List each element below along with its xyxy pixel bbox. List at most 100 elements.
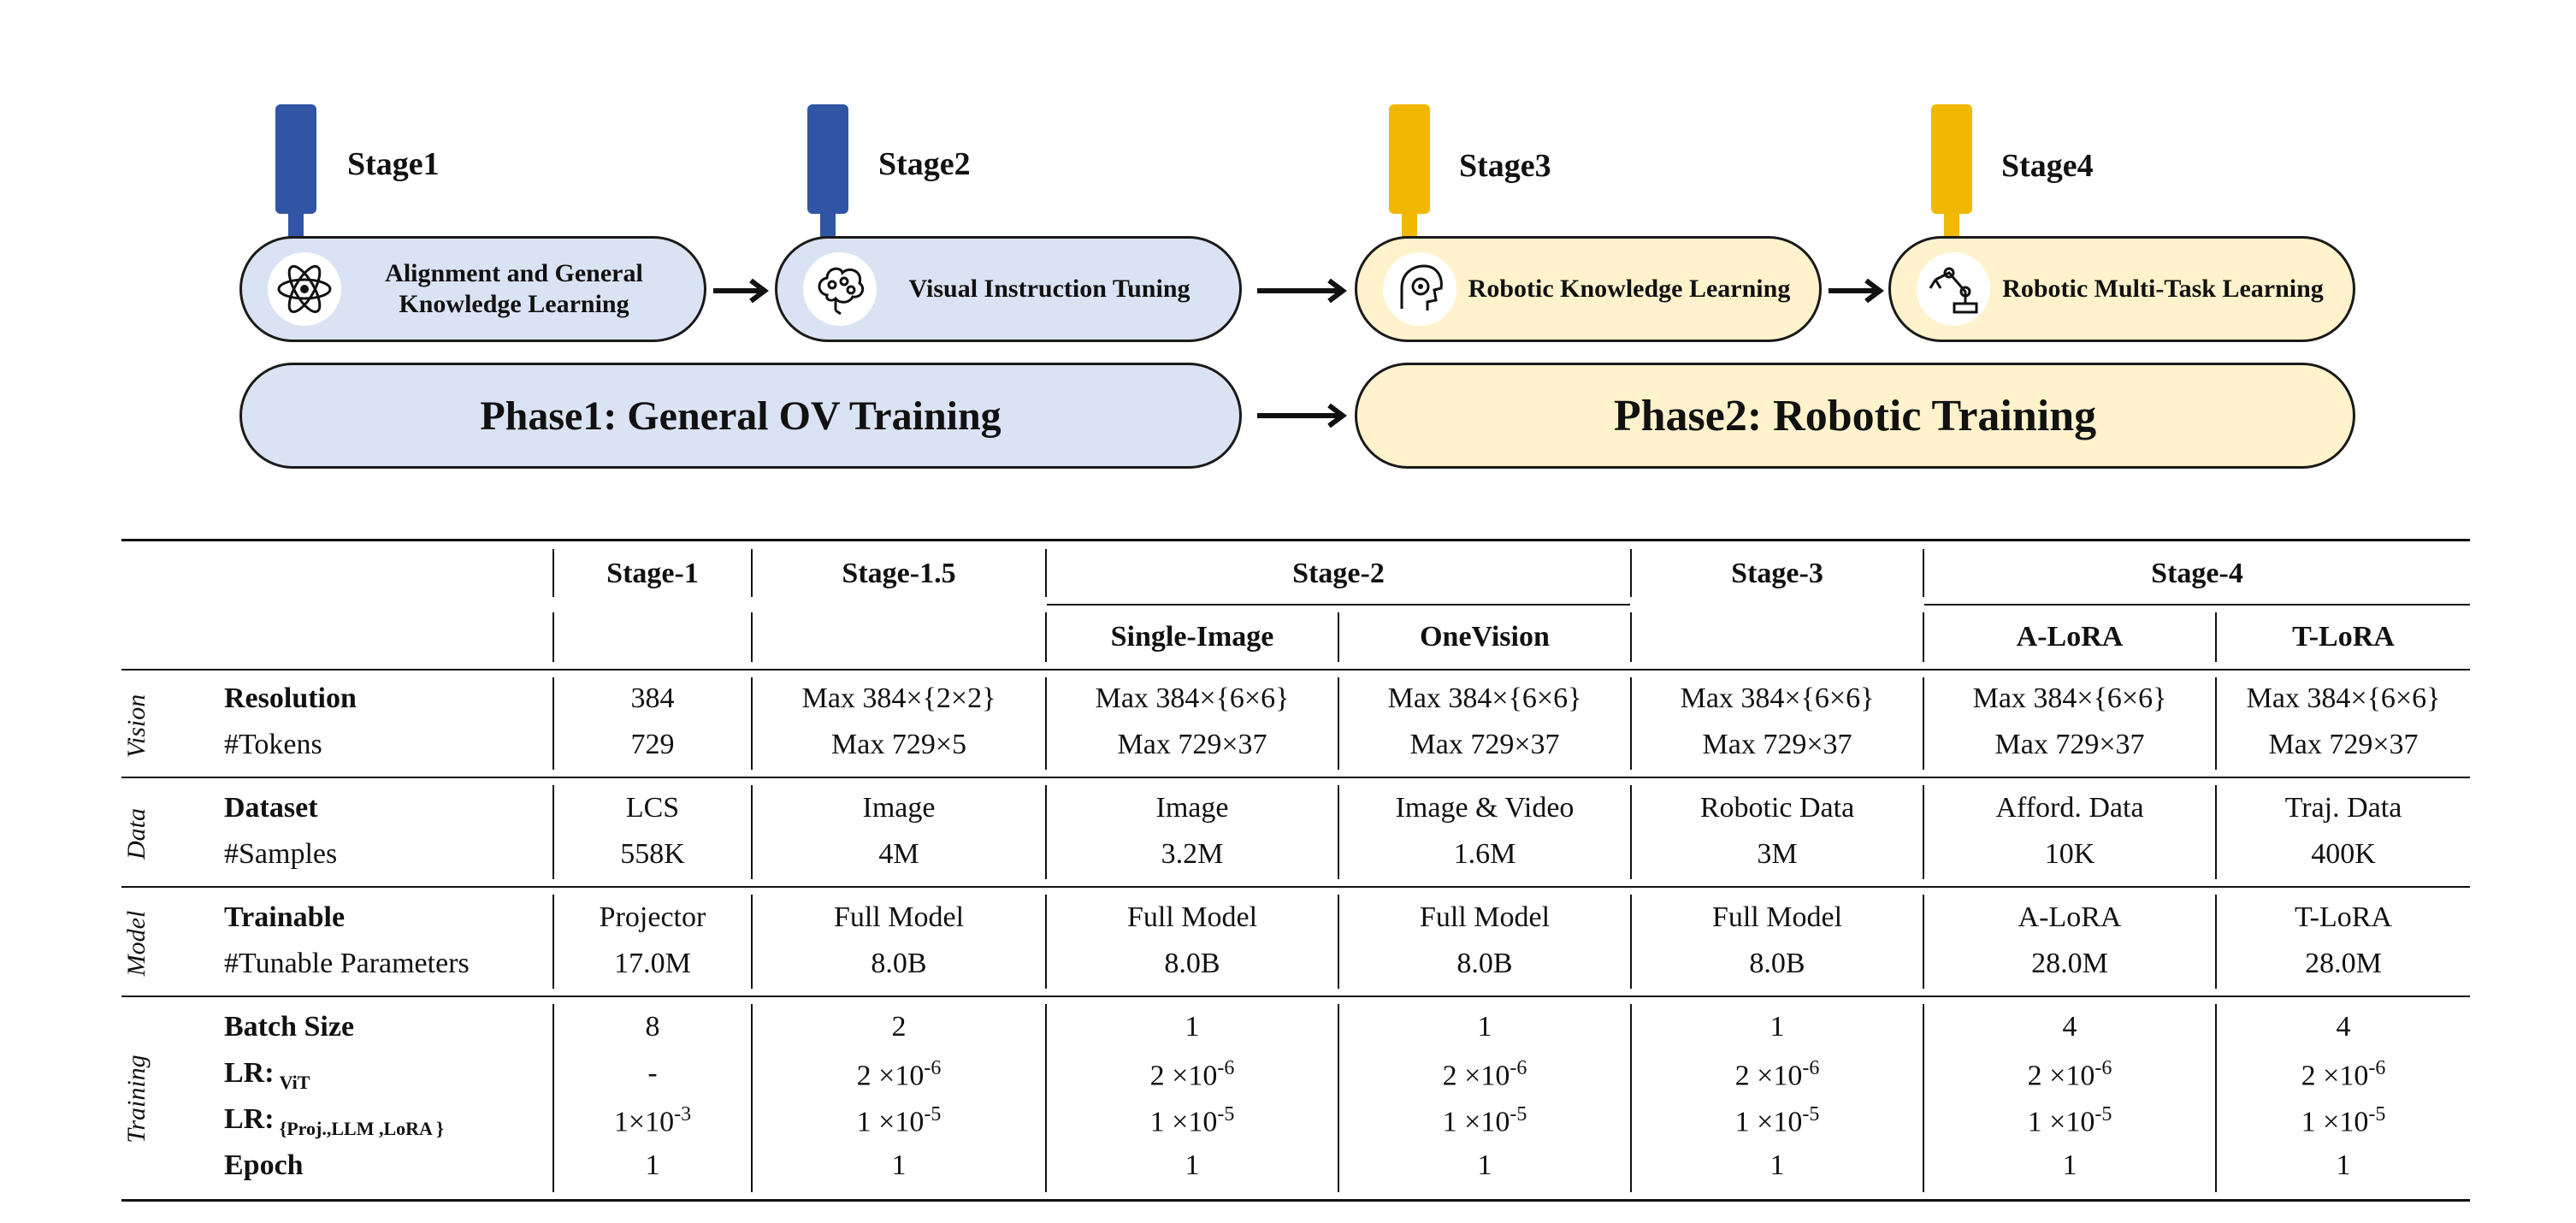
cell-samples-4: 3M bbox=[1757, 838, 1798, 870]
lr-proj-sub: {Proj.,LLM ,LoRA } bbox=[279, 1118, 444, 1139]
cell-resolution-2: Max 384×{6×6} bbox=[1095, 682, 1290, 714]
stage4-pill: Robotic Multi-Task Learning bbox=[1888, 236, 2355, 342]
cell-params-0: 17.0M bbox=[614, 948, 691, 979]
cell-params-1: 8.0B bbox=[871, 948, 927, 979]
cell-samples-2: 3.2M bbox=[1161, 838, 1224, 870]
table-top-rule bbox=[121, 539, 2470, 541]
header-alora: A-LoRA bbox=[2016, 621, 2124, 653]
cell-epoch-4: 1 bbox=[1770, 1149, 1785, 1181]
stage2-pill: Visual Instruction Tuning bbox=[775, 236, 1242, 342]
cell-lr-vit-2: 2 ×10-6 bbox=[1149, 1057, 1235, 1092]
cell-dataset-3: Image & Video bbox=[1395, 792, 1575, 824]
cell-tokens-5: Max 729×37 bbox=[1994, 729, 2145, 760]
atom-icon bbox=[268, 252, 341, 326]
cell-trainable-3: Full Model bbox=[1419, 901, 1551, 933]
stage2-marker bbox=[807, 104, 848, 214]
cell-params-2: 8.0B bbox=[1164, 948, 1220, 979]
cell-trainable-0: Projector bbox=[599, 901, 706, 933]
cell-trainable-1: Full Model bbox=[833, 901, 965, 933]
header-stage15: Stage-1.5 bbox=[842, 558, 956, 589]
cell-lr-vit-1: 2 ×10-6 bbox=[856, 1057, 942, 1092]
cell-params-3: 8.0B bbox=[1456, 948, 1513, 979]
vision-bottom-rule bbox=[121, 777, 2470, 778]
stage3-pill: Robotic Knowledge Learning bbox=[1355, 236, 1822, 342]
cell-tokens-0: 729 bbox=[630, 729, 675, 760]
robot-head-icon bbox=[1383, 252, 1456, 326]
cell-tokens-4: Max 729×37 bbox=[1702, 729, 1852, 760]
cell-batch-0: 8 bbox=[645, 1011, 660, 1043]
robot-arm-icon bbox=[1917, 252, 1990, 326]
stage3-marker bbox=[1389, 104, 1430, 214]
cell-samples-1: 4M bbox=[878, 838, 919, 870]
phase1-box: Phase1: General OV Training bbox=[239, 363, 1242, 469]
row-label-samples: #Samples bbox=[224, 838, 338, 870]
brain-icon bbox=[803, 252, 877, 326]
row-label-lr-proj: LR:{Proj.,LLM ,LoRA } bbox=[224, 1103, 444, 1140]
header-bottom-rule bbox=[121, 669, 2470, 671]
cell-resolution-0: 384 bbox=[630, 682, 675, 714]
lr-vit-prefix: LR: bbox=[224, 1057, 275, 1089]
cell-trainable-5: A-LoRA bbox=[2018, 901, 2122, 933]
arrow-stage2-stage3 bbox=[1257, 278, 1347, 304]
cell-epoch-3: 1 bbox=[1477, 1149, 1492, 1181]
cell-lr-proj-2: 1 ×10-5 bbox=[1149, 1103, 1235, 1138]
group-label-data: Data bbox=[122, 808, 151, 860]
row-label-trainable: Trainable bbox=[224, 901, 346, 933]
cell-lr-proj-0: 1×10-3 bbox=[613, 1103, 692, 1138]
group-label-model: Model bbox=[122, 910, 151, 977]
header-stage4: Stage-4 bbox=[2151, 558, 2243, 589]
phase2-box: Phase2: Robotic Training bbox=[1355, 363, 2355, 469]
header-tlora: T-LoRA bbox=[2292, 621, 2395, 653]
cell-epoch-2: 1 bbox=[1185, 1149, 1200, 1181]
cell-resolution-5: Max 384×{6×6} bbox=[1972, 682, 2167, 714]
stage4-span-rule bbox=[1924, 604, 2470, 606]
cell-lr-proj-5: 1 ×10-5 bbox=[2027, 1103, 2112, 1138]
row-label-tokens: #Tokens bbox=[224, 729, 322, 760]
cell-batch-4: 1 bbox=[1770, 1011, 1785, 1043]
stage4-marker bbox=[1931, 104, 1972, 214]
stage1-title: Stage1 bbox=[347, 146, 440, 182]
cell-lr-proj-1: 1 ×10-5 bbox=[856, 1103, 942, 1138]
cell-tokens-2: Max 729×37 bbox=[1117, 729, 1267, 760]
cell-batch-6: 4 bbox=[2336, 1011, 2351, 1043]
stage2-label: Visual Instruction Tuning bbox=[908, 275, 1191, 303]
data-bottom-rule bbox=[121, 886, 2470, 888]
header-single-image: Single-Image bbox=[1110, 621, 1274, 653]
lr-proj-prefix: LR: bbox=[224, 1103, 275, 1135]
cell-lr-vit-5: 2 ×10-6 bbox=[2027, 1057, 2112, 1092]
cell-samples-6: 400K bbox=[2311, 838, 2376, 870]
cell-epoch-0: 1 bbox=[645, 1149, 660, 1181]
cell-resolution-1: Max 384×{2×2} bbox=[801, 682, 996, 714]
table-bottom-rule bbox=[121, 1199, 2470, 1202]
stage1-label-line1: Alignment and General bbox=[385, 259, 643, 287]
cell-params-5: 28.0M bbox=[2031, 948, 2108, 979]
cell-params-4: 8.0B bbox=[1749, 948, 1805, 979]
arrow-stage3-stage4 bbox=[1829, 278, 1884, 304]
row-label-epoch: Epoch bbox=[224, 1149, 304, 1181]
cell-samples-0: 558K bbox=[620, 838, 685, 870]
stage1-marker bbox=[275, 104, 316, 214]
group-label-vision: Vision bbox=[122, 694, 151, 759]
cell-resolution-3: Max 384×{6×6} bbox=[1387, 682, 1582, 714]
cell-epoch-1: 1 bbox=[891, 1149, 907, 1181]
cell-dataset-5: Afford. Data bbox=[1995, 792, 2144, 824]
cell-epoch-5: 1 bbox=[2062, 1149, 2077, 1181]
cell-dataset-0: LCS bbox=[625, 792, 680, 824]
cell-batch-3: 1 bbox=[1477, 1011, 1492, 1043]
stage2-span-rule bbox=[1047, 604, 1630, 606]
cell-lr-vit-0: - bbox=[647, 1057, 658, 1089]
cell-lr-vit-6: 2 ×10-6 bbox=[2301, 1057, 2386, 1092]
stage1-pill: Alignment and General Knowledge Learning bbox=[239, 236, 706, 342]
cell-tokens-3: Max 729×37 bbox=[1409, 729, 1560, 760]
row-label-dataset: Dataset bbox=[224, 792, 318, 824]
cell-dataset-1: Image bbox=[862, 792, 936, 824]
cell-lr-proj-4: 1 ×10-5 bbox=[1734, 1103, 1820, 1138]
cell-samples-3: 1.6M bbox=[1453, 838, 1516, 870]
cell-trainable-6: T-LoRA bbox=[2295, 901, 2392, 933]
cell-trainable-4: Full Model bbox=[1711, 901, 1843, 933]
cell-tokens-1: Max 729×5 bbox=[831, 729, 966, 760]
cell-batch-5: 4 bbox=[2062, 1011, 2077, 1043]
stage4-title: Stage4 bbox=[2001, 148, 2094, 184]
cell-samples-5: 10K bbox=[2044, 838, 2095, 870]
stage3-title: Stage3 bbox=[1459, 148, 1551, 184]
